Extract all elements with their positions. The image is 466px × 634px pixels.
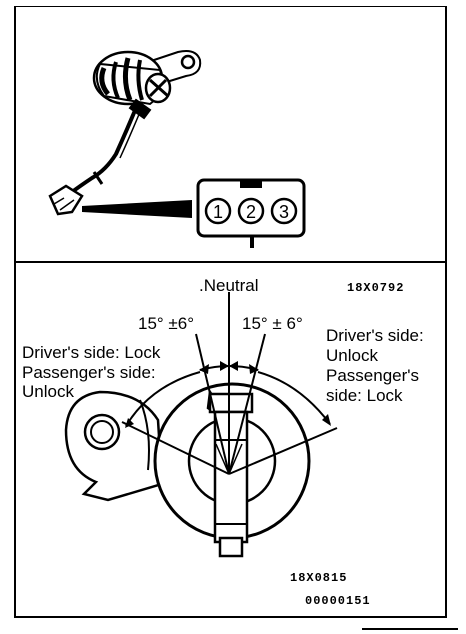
right-desc-line-2: Unlock xyxy=(326,346,378,365)
left-desc-line-2: Passenger's side: xyxy=(22,363,156,382)
pin-1-label: 1 xyxy=(213,202,223,222)
right-desc-line-4: side: Lock xyxy=(326,386,403,405)
neutral-label: .Neutral xyxy=(199,276,259,295)
connector-face: 1 2 3 xyxy=(196,178,306,248)
right-angle-label: 15° ± 6° xyxy=(242,314,303,333)
upper-reference-code: 18X0792 xyxy=(347,281,405,295)
pin-3 xyxy=(270,197,298,225)
left-desc-line-1: Driver's side: Lock xyxy=(22,343,161,362)
document-number: 00000151 xyxy=(305,594,371,608)
footer-rule xyxy=(362,628,458,630)
switch-body-drawing xyxy=(64,382,311,558)
pin-2 xyxy=(237,197,265,225)
pin-3-label: 3 xyxy=(279,202,289,222)
left-desc-line-3: Unlock xyxy=(22,382,74,401)
left-angle-label: 15° ±6° xyxy=(138,314,195,333)
right-desc-line-3: Passenger's xyxy=(326,366,420,385)
section-divider xyxy=(14,261,447,263)
pin-2-label: 2 xyxy=(246,202,256,222)
arrowheads xyxy=(125,361,331,428)
leader-wedge xyxy=(82,200,192,218)
pin-1 xyxy=(204,197,232,225)
figure-frame xyxy=(14,6,447,618)
key-cylinder-switch-drawing xyxy=(48,50,202,216)
lower-reference-code: 18X0815 xyxy=(290,571,348,585)
angle-lines xyxy=(121,292,338,475)
right-desc-line-1: Driver's side: xyxy=(326,326,424,345)
